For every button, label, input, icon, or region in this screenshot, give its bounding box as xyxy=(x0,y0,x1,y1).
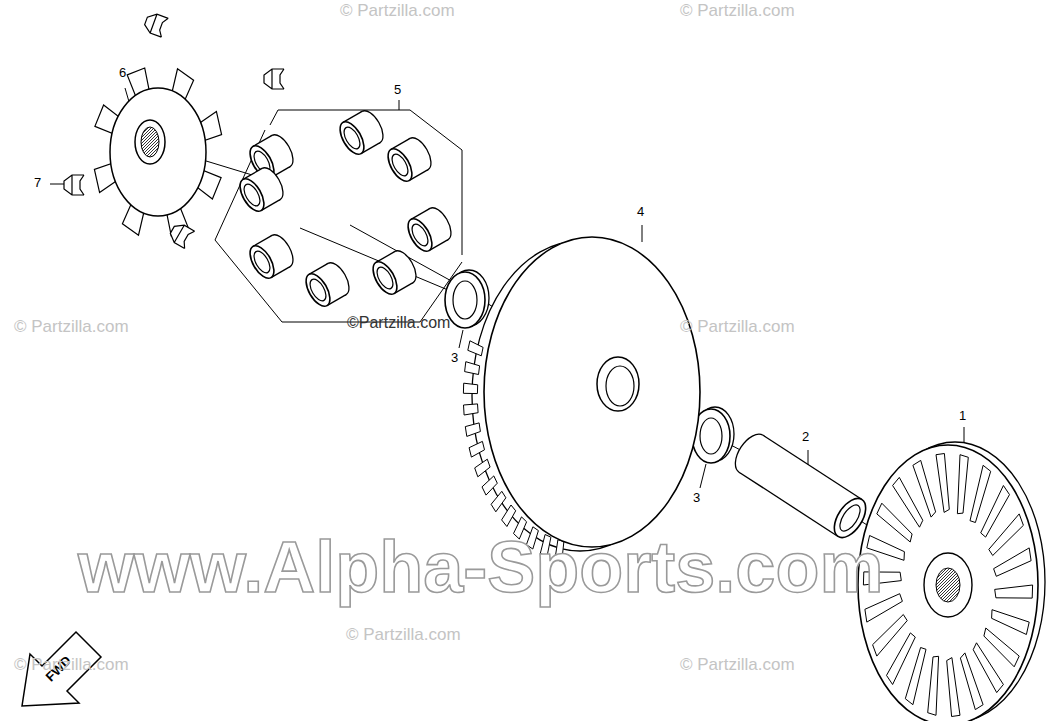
part-shape xyxy=(376,251,395,262)
fan-fin xyxy=(970,465,991,522)
part-shape xyxy=(235,175,269,215)
sheave-rib xyxy=(463,383,477,393)
part-shape xyxy=(374,265,396,292)
watermark: © Partzilla.com xyxy=(346,626,461,645)
fan-fin xyxy=(936,454,949,513)
part-shape xyxy=(253,235,272,246)
sheave-hub xyxy=(597,357,639,411)
sheave-rib xyxy=(468,341,483,356)
fan-fin xyxy=(873,615,908,657)
part-shape xyxy=(383,145,417,185)
roller-weight xyxy=(368,247,421,298)
fan-fin xyxy=(905,648,926,705)
part-shape xyxy=(739,472,838,536)
slider-clip xyxy=(143,11,169,37)
watermark: © Partzilla.com xyxy=(14,318,129,337)
part-shape xyxy=(241,182,263,209)
group-bracket xyxy=(215,110,462,322)
sheave-rib xyxy=(469,441,484,457)
watermark: ©Partzilla.com xyxy=(347,314,450,332)
sheave-rib xyxy=(502,505,516,527)
roller-weight xyxy=(403,204,456,255)
fan-fin xyxy=(947,658,960,717)
part-shape xyxy=(341,125,363,152)
part-shape xyxy=(335,118,369,158)
part-shape xyxy=(243,168,262,179)
part-shape xyxy=(411,208,430,219)
sheave-face xyxy=(484,237,700,547)
fan-hub xyxy=(924,553,972,617)
sheave-hub xyxy=(606,366,634,406)
part-shape xyxy=(391,138,410,149)
callout-number: 1 xyxy=(959,409,966,423)
fan-fin xyxy=(887,633,916,685)
slider-clip xyxy=(64,175,84,195)
bearing xyxy=(445,272,485,328)
fan-fin xyxy=(973,643,1003,693)
guide-lines xyxy=(170,150,930,565)
part-shape xyxy=(301,270,335,310)
sheave-rib xyxy=(491,491,506,512)
callout-number: 3 xyxy=(693,491,700,505)
part-shape xyxy=(368,258,402,298)
callout-number: 3 xyxy=(451,351,458,365)
watermark: © Partzilla.com xyxy=(14,656,129,675)
fan-fin xyxy=(994,548,1032,576)
ramp-hub xyxy=(135,120,165,164)
bearing xyxy=(700,418,722,454)
part-shape xyxy=(343,111,362,122)
bearing xyxy=(453,281,477,319)
callout-number: 6 xyxy=(119,66,126,80)
roller-weight xyxy=(301,259,354,310)
part-shape xyxy=(409,222,431,249)
ramp-hub xyxy=(141,127,159,157)
roller-weight xyxy=(335,107,388,158)
watermark: © Partzilla.com xyxy=(340,2,455,21)
fan-face xyxy=(858,445,1038,721)
slider-clip xyxy=(264,69,284,89)
slider-clip xyxy=(167,221,194,248)
callout-number: 2 xyxy=(802,430,809,444)
fan-fin xyxy=(984,628,1019,667)
fan-fin xyxy=(995,585,1033,598)
callout-number: 5 xyxy=(394,83,401,97)
fan-fin xyxy=(957,455,968,514)
ramp-plate xyxy=(110,88,206,216)
watermark: www.Alpha-Sports.com xyxy=(78,528,883,607)
part-shape xyxy=(253,135,272,146)
roller-weight xyxy=(245,231,298,282)
roller-weight xyxy=(383,134,436,185)
fan-fin xyxy=(893,477,923,527)
fan-hub xyxy=(936,568,960,602)
watermark: © Partzilla.com xyxy=(680,656,795,675)
roller-weight xyxy=(235,164,288,215)
fan-fin xyxy=(928,656,939,715)
fan-fin xyxy=(992,610,1030,635)
watermark: © Partzilla.com xyxy=(680,2,795,21)
sheave-rib xyxy=(475,459,490,477)
sheave-rib xyxy=(465,423,480,437)
part-shape xyxy=(307,277,329,304)
fan-fin xyxy=(989,514,1024,556)
fan-fin xyxy=(913,460,936,517)
sheave-rib xyxy=(465,362,480,375)
sheave-rib xyxy=(482,476,497,495)
fan-fin xyxy=(960,653,983,710)
callout-number: 7 xyxy=(34,176,41,190)
part-shape xyxy=(251,249,273,276)
part-shape xyxy=(245,242,279,282)
collar-sleeve xyxy=(729,429,872,543)
part-shape xyxy=(763,435,862,499)
part-shape xyxy=(309,263,328,274)
fan-fin xyxy=(981,486,1010,538)
callout-number: 4 xyxy=(637,205,644,219)
sheave-rib xyxy=(464,404,479,415)
part-shape xyxy=(403,215,437,255)
watermark: © Partzilla.com xyxy=(680,318,795,337)
parts xyxy=(64,11,1045,721)
part-shape xyxy=(389,152,411,179)
